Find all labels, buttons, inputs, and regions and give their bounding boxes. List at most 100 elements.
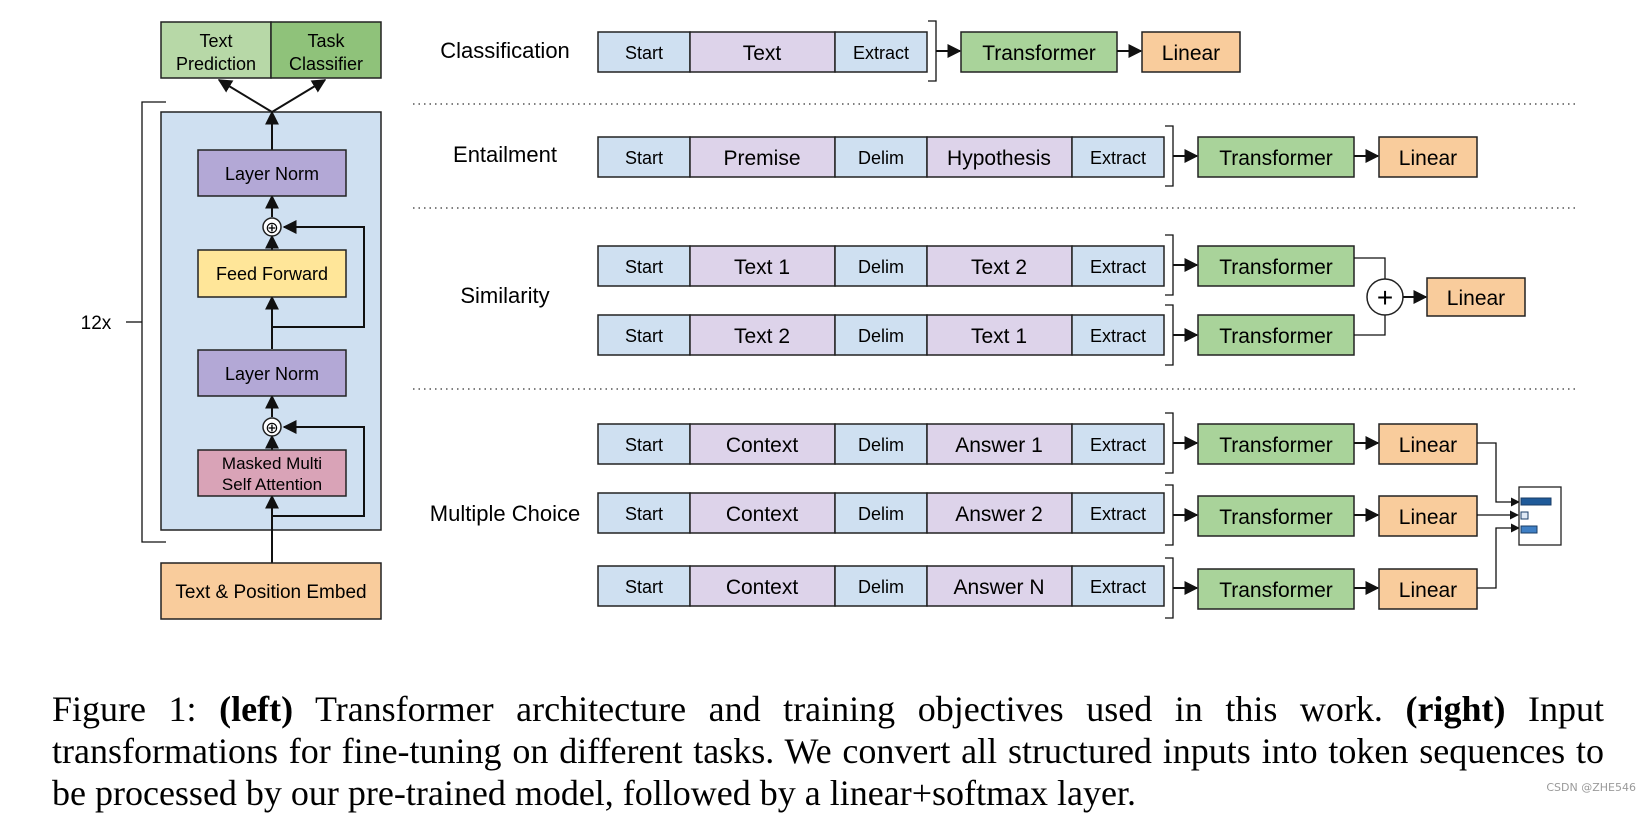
token-extract: [1071, 565, 1165, 607]
token-text-2-label: Text 2: [971, 256, 1027, 279]
layer-norm-bottom-box: [197, 349, 347, 397]
token-text: [689, 31, 836, 73]
layer-norm-top-label: Layer Norm: [225, 164, 319, 184]
token-delim: [834, 245, 928, 287]
add-symbol-top: ⊕: [265, 220, 278, 237]
choice-bracket-1: [1165, 412, 1174, 474]
choice-bracket-3: [1165, 557, 1174, 619]
token-start-label: Start: [625, 577, 663, 597]
text-prediction-label-line1: Text: [199, 31, 232, 51]
architecture-panel: Text Prediction Task Classifier 12x ⊕ ⊕: [81, 21, 382, 620]
entailment-bracket: [1165, 125, 1174, 187]
choice-linear-3: [1378, 568, 1478, 610]
classification-linear: [1141, 31, 1241, 73]
token-start: [597, 245, 691, 287]
add-icon-bottom: [262, 417, 282, 437]
token-delim-label: Delim: [858, 577, 904, 597]
figure-caption: Figure 1: (left) Transformer architectur…: [52, 688, 1604, 814]
embed-box: [160, 562, 382, 620]
entailment-transformer: [1197, 136, 1355, 178]
token-answer-1-label: Answer 1: [955, 434, 1043, 457]
token-text-2-label: Text 2: [734, 325, 790, 348]
token-delim-label: Delim: [858, 504, 904, 524]
residual-top: [272, 220, 365, 328]
token-start-label: Start: [625, 326, 663, 346]
token-start-label: Start: [625, 504, 663, 524]
token-delim-label: Delim: [858, 148, 904, 168]
token-context: [689, 492, 836, 534]
task-classifier-box: [270, 21, 382, 79]
choice-bracket-2: [1165, 484, 1174, 546]
tasks-panel: Classification Entailment Similarity Mul…: [413, 20, 1578, 619]
task-classifier-label-line2: Classifier: [289, 54, 363, 74]
token-start: [597, 314, 691, 356]
plus-symbol: +: [1377, 282, 1393, 313]
token-start-label: Start: [625, 257, 663, 277]
watermark: CSDN @ZHE546: [1546, 781, 1636, 794]
classification-bracket: [928, 20, 937, 82]
token-answer-n-label: Answer N: [953, 576, 1044, 599]
similarity-transformer-1: [1197, 245, 1355, 287]
choice-tokens-3: Start Context Delim Answer N Extract: [597, 565, 1165, 607]
caption-prefix: Figure 1:: [52, 689, 220, 729]
token-extract: [1071, 423, 1165, 465]
similarity-join-top: [1354, 257, 1386, 279]
similarity-linear: [1426, 277, 1526, 317]
arrow-to-task-classifier: [271, 79, 327, 113]
entailment-tokens: Start Premise Delim Hypothesis Extract: [597, 136, 1165, 178]
feed-forward-box: [197, 249, 347, 298]
token-extract-label: Extract: [1090, 577, 1146, 597]
residual-bottom: [272, 420, 365, 517]
similarity-transformer-2: [1197, 314, 1355, 356]
softmax-bar-2: [1520, 511, 1529, 520]
token-extract-label: Extract: [1090, 435, 1146, 455]
similarity-bracket-1: [1165, 234, 1174, 296]
token-text-label: Text: [743, 42, 782, 65]
choice-linear-1-label: Linear: [1399, 434, 1457, 457]
token-text-1: [689, 245, 836, 287]
repeat-label: 12x: [81, 313, 112, 334]
token-context: [689, 565, 836, 607]
choice-linear-2: [1378, 495, 1478, 537]
choice-linear-2-label: Linear: [1399, 506, 1457, 529]
choice-transformer-2-label: Transformer: [1219, 506, 1333, 529]
text-prediction-box: [160, 21, 272, 79]
token-start: [597, 31, 691, 73]
choice-linear-1: [1378, 423, 1478, 465]
similarity-linear-label: Linear: [1447, 287, 1505, 310]
token-start-label: Start: [625, 148, 663, 168]
token-extract-label: Extract: [1090, 257, 1146, 277]
token-context-label: Context: [726, 434, 799, 457]
similarity-bracket-2: [1165, 304, 1174, 366]
caption-left-text: Transformer architecture and training ob…: [293, 689, 1406, 729]
token-delim: [834, 314, 928, 356]
task-label-multiple-choice: Multiple Choice: [430, 501, 580, 526]
layer-norm-bottom-label: Layer Norm: [225, 364, 319, 384]
figure-diagram: Text Prediction Task Classifier 12x ⊕ ⊕: [81, 20, 1578, 620]
choice-softmax-arrow-3: [1477, 523, 1520, 589]
token-premise: [689, 136, 836, 178]
masked-attention-box: [197, 449, 347, 497]
token-delim-label: Delim: [858, 257, 904, 277]
softmax-bar-3: [1520, 525, 1538, 534]
token-extract: [1071, 136, 1165, 178]
task-label-similarity: Similarity: [460, 283, 549, 308]
entailment-linear-label: Linear: [1399, 147, 1457, 170]
choice-tokens-1: Start Context Delim Answer 1 Extract: [597, 423, 1165, 465]
token-extract-label: Extract: [1090, 326, 1146, 346]
token-extract-label: Extract: [1090, 504, 1146, 524]
caption-right-text: Input transformations for fine-tuning on…: [52, 689, 1604, 813]
classification-linear-label: Linear: [1162, 42, 1220, 65]
token-answer-2-label: Answer 2: [955, 503, 1043, 526]
token-start: [597, 565, 691, 607]
token-extract: [1071, 245, 1165, 287]
add-symbol-bottom: ⊕: [265, 420, 278, 437]
layer-norm-top-box: [197, 149, 347, 197]
token-extract: [834, 31, 928, 73]
choice-softmax-arrow-1: [1477, 442, 1520, 507]
similarity-transformer-2-label: Transformer: [1219, 325, 1333, 348]
softmax-bar-1: [1520, 497, 1552, 506]
token-extract-label: Extract: [853, 43, 909, 63]
masked-attention-label-line2: Self Attention: [222, 475, 322, 494]
classification-transformer-label: Transformer: [982, 42, 1096, 65]
